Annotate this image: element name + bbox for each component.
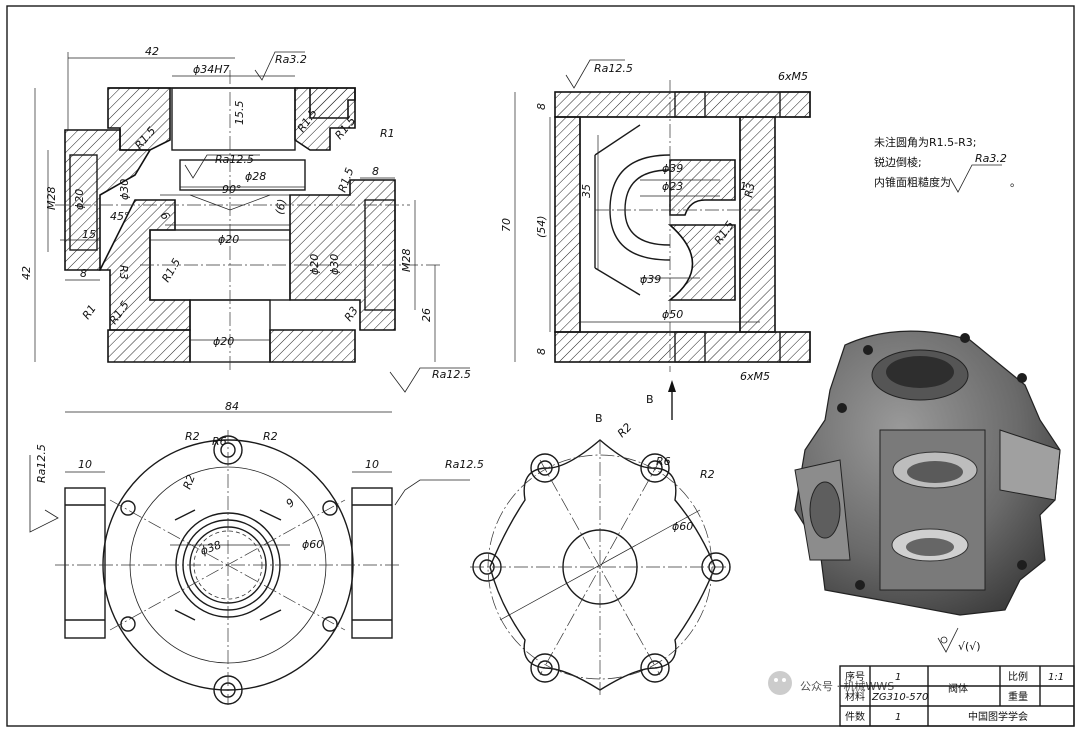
note-line-3: 内锥面粗糙度为 [874,175,951,189]
dim-d38: ϕ38 [199,538,223,557]
roughness-ra125-bottom: Ra12.5 [432,368,471,381]
tb-weight-label: 重量 [1008,690,1028,703]
dim-35: 35 [580,184,593,198]
dim-r6: R6 [212,435,227,448]
dim-26: 26 [420,308,433,322]
view-b-title: B [595,412,603,425]
dim-42-top: 42 [145,45,159,58]
note-line-2: 锐边倒棱; [874,155,922,169]
dim-r2-a: R2 [185,430,200,443]
dim-r2-c: R2 [181,473,198,491]
dim-8-side-top: 8 [535,103,548,110]
technical-notes: 未注圆角为R1.5-R3; 锐边倒棱; 内锥面粗糙度为 Ra3.2 。 [874,135,1021,193]
general-roughness-text: √(√) [958,640,981,653]
dim-r15-e: R1.5 [159,256,183,284]
dim-15-5: 15.5 [233,101,246,126]
roughness-ra125-side: Ra12.5 [594,62,633,75]
side-section-view [514,59,811,420]
dim-r1: R1 [380,127,395,140]
angle-90: 90° [222,183,242,196]
view-arrow-label: B [646,393,654,406]
roughness-ra125-inner: Ra12.5 [215,153,254,166]
view-b [470,439,731,695]
tb-row3-label: 件数 [845,710,865,723]
dim-r3-b: R3 [342,304,361,323]
dim-d34h7: ϕ34H7 [193,63,230,76]
tb-row2-value: ZG310-570 [871,692,928,703]
tb-scale-label: 比例 [1008,670,1028,683]
dim-10-left: 10 [78,458,92,471]
dim-d30-left: ϕ30 [118,179,131,200]
tb-scale-value: 1:1 [1048,672,1064,683]
dim-15: 15 [82,228,96,241]
view-b-r2-a: R2 [615,421,635,441]
front-section-view [34,51,470,393]
dim-d50: ϕ50 [662,308,683,321]
view-b-r2-b: R2 [700,468,715,481]
dim-10-right: 10 [365,458,379,471]
dim-d60-top: ϕ60 [302,538,323,551]
dim-9: 9 [284,496,298,510]
dim-d20-mid: ϕ20 [218,233,239,246]
dim-84: 84 [225,400,239,413]
dim-r3-side: R3 [742,182,757,199]
dim-r2-b: R2 [263,430,278,443]
view-b-r6: R6 [656,455,671,468]
dim-d20-bottom: ϕ20 [213,335,234,348]
dim-m28-right: M28 [400,249,413,273]
dim-h42: 42 [20,266,33,280]
note-line-1: 未注圆角为R1.5-R3; [874,135,976,149]
roughness-ra125-left: Ra12.5 [35,444,48,483]
watermark-text: 公众号 · 机械WWS [800,679,894,693]
top-view-labels: 84 R2 R6 R2 R2 10 10 9 ϕ38 ϕ60 Ra12.5 Ra… [35,400,484,558]
dim-d39-top: ϕ39 [662,162,683,175]
note-ra32: Ra3.2 [975,152,1007,165]
roughness-ra125-right: Ra12.5 [445,458,484,471]
note-end: 。 [1010,176,1021,189]
dim-d30-right: ϕ30 [328,254,341,275]
dim-1: 1 [740,180,747,193]
dim-r3-a: R3 [117,265,130,280]
dim-54: (54) [535,215,548,238]
watermark: 公众号 · 机械WWS [768,671,894,695]
dim-d28: ϕ28 [245,170,266,183]
tb-part-name: 阀体 [948,682,968,695]
angle-45: 45° [110,210,130,223]
drawing-frame [6,5,1075,727]
tb-row1-label: 序号 [845,670,865,683]
tb-row1-value: 1 [895,672,901,683]
dim-m28-left: M28 [45,187,58,211]
title-block: 序号 1 材料 ZG310-570 件数 1 阀体 比例 1:1 重量 中国图学… [839,665,1075,727]
dim-8-b: 8 [80,267,87,280]
dim-d23: ϕ23 [662,180,683,193]
thread-6xm5-bottom: 6xM5 [740,370,770,383]
tb-organization: 中国图学学会 [968,710,1028,723]
tb-row2-label: 材料 [845,690,865,703]
dim-r1-b: R1 [80,302,99,321]
dim-d20-left: ϕ20 [73,189,86,210]
view-b-labels: B R2 R6 R2 ϕ60 [595,412,715,533]
isometric-render [794,330,1061,616]
thread-6xm5-top: 6xM5 [778,70,808,83]
dim-d20-right: ϕ20 [308,254,321,275]
dim-8-side-bottom: 8 [535,348,548,355]
tb-row3-value: 1 [895,712,901,723]
view-b-d60: ϕ60 [672,520,693,533]
top-view [29,411,470,705]
roughness-ra32: Ra3.2 [275,53,307,66]
dim-8: 8 [372,165,379,178]
general-roughness-symbol: √(√) [937,627,981,653]
dim-6b: (6) [273,198,289,216]
dim-70: 70 [500,218,513,232]
dim-d39-bottom: ϕ39 [640,273,661,286]
